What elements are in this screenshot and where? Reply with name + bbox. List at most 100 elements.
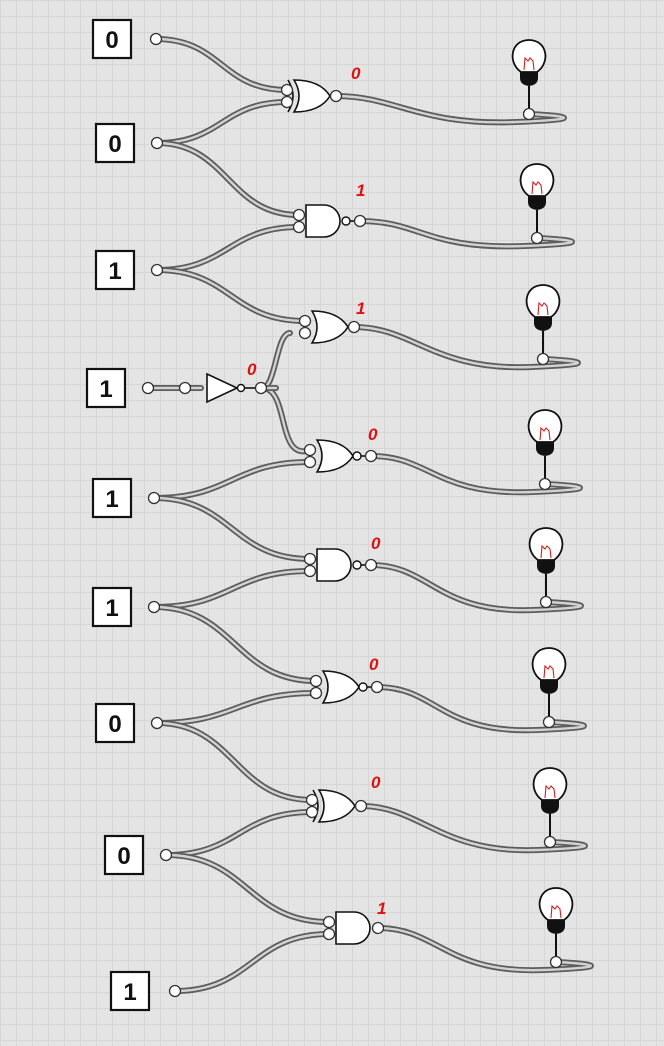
wire-gate-4-to-bulb-4 (368, 453, 583, 496)
input-switch-1[interactable]: 0 (91, 18, 133, 60)
not-gate-output-pin[interactable] (254, 381, 268, 395)
nor-gate-6[interactable] (309, 670, 384, 704)
input-switch-9-box[interactable] (109, 970, 151, 1012)
bulb-1-input-pin[interactable] (522, 107, 536, 121)
input-switch-5[interactable]: 1 (91, 477, 133, 519)
light-bulb-4 (527, 409, 563, 491)
input-switch-2-output-pin[interactable] (150, 136, 164, 150)
and-gate-8-body[interactable] (335, 911, 371, 945)
xor-gate-1-input-b-pin[interactable] (280, 95, 294, 109)
input-switch-6-box[interactable] (91, 586, 133, 628)
wire-gate-3-to-bulb-3 (351, 324, 581, 371)
input-switch-4-box[interactable] (85, 367, 127, 409)
xor-gate-7-output-pin[interactable] (354, 799, 368, 813)
input-switch-3[interactable]: 1 (94, 249, 136, 291)
wire-input-5-to-gate-4-core (152, 460, 312, 500)
nor-gate-4-input-b-pin[interactable] (303, 455, 317, 469)
wire-gate-5-to-bulb-5-core (369, 563, 583, 612)
nor-gate-4-input-a-pin[interactable] (303, 443, 317, 457)
input-switch-5-output-pin[interactable] (147, 491, 161, 505)
input-switch-5-box[interactable] (91, 477, 133, 519)
bulb-5-input-pin[interactable] (539, 595, 553, 609)
and-gate-8-input-b-pin[interactable] (322, 927, 336, 941)
nand-gate-2-body[interactable] (305, 204, 341, 238)
gate-3-output-annotation: 1 (356, 299, 365, 318)
xor-gate-7-input-b-pin[interactable] (305, 805, 319, 819)
bulb-6-input-pin[interactable] (542, 715, 556, 729)
wire-gate-1-to-bulb-1 (333, 93, 567, 126)
bulb-7-input-pin[interactable] (543, 835, 557, 849)
nand-gate-5-body[interactable] (316, 548, 352, 582)
not-gate-body[interactable] (206, 372, 239, 404)
xor-gate-1[interactable] (280, 79, 343, 113)
input-switch-3-output-pin[interactable] (150, 263, 164, 277)
gate-1-output-annotation: 0 (351, 64, 361, 83)
input-switch-9-output-pin[interactable] (168, 984, 182, 998)
wire-input-2-to-gate-2 (154, 140, 302, 218)
nor-gate-4-output-pin[interactable] (364, 449, 378, 463)
input-switch-8[interactable]: 0 (103, 834, 145, 876)
light-bulb-1 (511, 39, 547, 121)
or-gate-3-input-a-pin[interactable] (298, 314, 312, 328)
input-switch-7-output-pin[interactable] (150, 716, 164, 730)
wire-not-to-gate-5-core (260, 386, 312, 453)
nor-gate-6-body[interactable] (321, 670, 360, 704)
input-switch-2-box[interactable] (94, 122, 136, 164)
nand-gate-5-input-b-pin[interactable] (303, 564, 317, 578)
not-gate[interactable] (178, 372, 268, 404)
wire-gate-7-to-bulb-7-core (359, 804, 587, 852)
input-switch-8-output-pin[interactable] (159, 848, 173, 862)
and-gate-8-input-a-pin[interactable] (322, 915, 336, 929)
input-switch-3-box[interactable] (94, 249, 136, 291)
input-switch-8-box[interactable] (103, 834, 145, 876)
nand-gate-2-input-b-pin[interactable] (292, 220, 306, 234)
input-switch-7[interactable]: 0 (94, 702, 136, 744)
xor-gate-1-body[interactable] (292, 79, 331, 113)
or-gate-3-output-pin[interactable] (347, 320, 361, 334)
nand-gate-2[interactable] (292, 204, 367, 238)
input-switch-1-box[interactable] (91, 18, 133, 60)
nor-gate-4-body[interactable] (315, 439, 354, 473)
xor-gate-7[interactable] (305, 789, 368, 823)
nor-gate-4-bubble (352, 451, 362, 461)
nor-gate-6-input-a-pin[interactable] (309, 674, 323, 688)
nor-gate-6-input-b-pin[interactable] (309, 686, 323, 700)
or-gate-3-body[interactable] (310, 310, 349, 344)
wire-gate-4-to-bulb-4-core (369, 454, 582, 494)
xor-gate-1-output-pin[interactable] (329, 89, 343, 103)
nand-gate-2-input-a-pin[interactable] (292, 208, 306, 222)
nand-gate-5[interactable] (303, 548, 378, 582)
input-switch-6-output-pin[interactable] (147, 600, 161, 614)
input-switch-2[interactable]: 0 (94, 122, 136, 164)
not-gate-bubble (236, 383, 246, 393)
wire-input-5-to-gate-5-core (152, 496, 312, 561)
nand-gate-5-output-pin[interactable] (364, 558, 378, 572)
wire-gate-1-to-bulb-1-core (334, 94, 566, 124)
input-switch-1-output-pin[interactable] (149, 32, 163, 46)
xor-gate-7-body[interactable] (317, 789, 356, 823)
or-gate-3[interactable] (298, 310, 361, 344)
not-gate-input-pin[interactable] (178, 381, 192, 395)
xor-gate-1-input-a-pin[interactable] (280, 83, 294, 97)
wire-input-6-to-gate-5-core (152, 569, 312, 609)
input-switch-4-output-pin[interactable] (141, 381, 155, 395)
and-gate-8-output-pin[interactable] (371, 921, 385, 935)
nor-gate-6-output-pin[interactable] (370, 680, 384, 694)
bulb-1-base (520, 72, 538, 86)
gate-2-output-annotation: 1 (356, 181, 365, 200)
xor-gate-7-input-a-pin[interactable] (305, 793, 319, 807)
and-gate-8[interactable] (322, 911, 385, 945)
bulb-3-input-pin[interactable] (536, 352, 550, 366)
input-switch-4[interactable]: 1 (85, 367, 127, 409)
input-switch-7-box[interactable] (94, 702, 136, 744)
or-gate-3-input-b-pin[interactable] (298, 326, 312, 340)
input-switch-9[interactable]: 1 (109, 970, 151, 1012)
nand-gate-2-output-pin[interactable] (353, 214, 367, 228)
bulb-8-input-pin[interactable] (549, 955, 563, 969)
inputs-layer: 0 0 1 1 1 1 0 0 (85, 18, 151, 1012)
bulb-4-input-pin[interactable] (538, 477, 552, 491)
nand-gate-5-input-a-pin[interactable] (303, 552, 317, 566)
input-switch-6[interactable]: 1 (91, 586, 133, 628)
nor-gate-4[interactable] (303, 439, 378, 473)
bulb-2-input-pin[interactable] (530, 231, 544, 245)
